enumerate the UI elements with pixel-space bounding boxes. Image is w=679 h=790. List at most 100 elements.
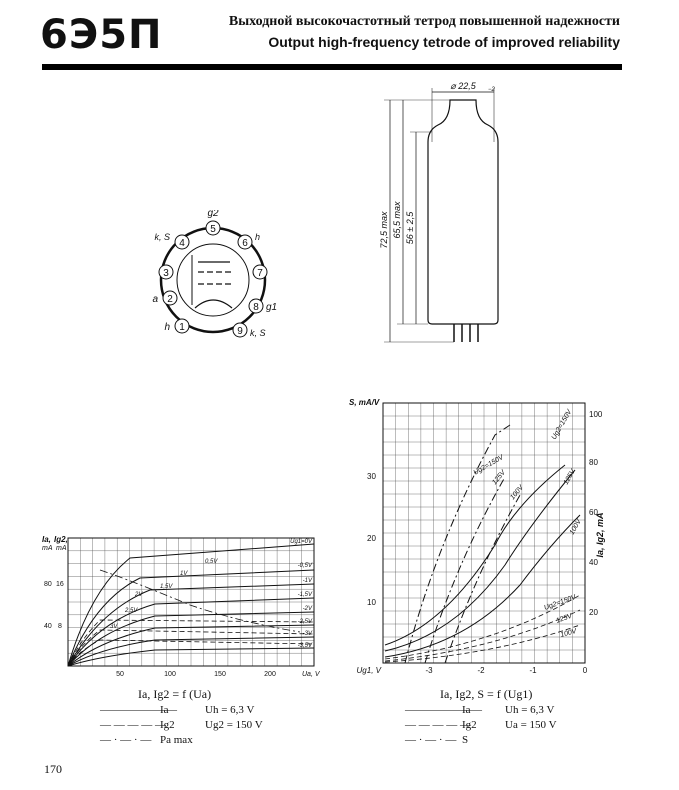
x-label: Ua, V [302,671,321,678]
pinout-diagram: 5 4 6 3 7 2 8 1 9 g2 k, S h a g1 h k, S [152,210,277,338]
ia-curve-1v [67,583,315,667]
pin-label-kS-9: k, S [250,328,266,338]
ia-curve-05v [67,569,315,667]
x-tick-50: 50 [116,671,124,678]
label-35v: -3,5V [298,643,313,649]
label-ug1-0v: Ug1=0V [290,539,313,545]
ig2-label-150v: Ug2=150V [543,593,578,611]
label-05v: -0,5V [298,563,313,569]
ia-curve-35v [67,647,315,667]
inner-label-3v: 3V [110,624,118,630]
dim-envelope: 56 ± 2,5 [405,211,415,244]
y-tick-a-40: 40 [44,623,52,630]
pin-2: 2 [167,294,173,305]
inner-label-25v: 2,5V [124,608,138,614]
right-legend-ia: Ia [462,704,471,716]
inner-label-1v: 1V [180,571,188,577]
dim-body: 65,5 max [392,201,402,239]
s-curve-100v [444,494,521,664]
title-english: Output high-frequency tetrode of improve… [268,34,620,50]
x-tick-100: 100 [164,671,176,678]
pin-5: 5 [210,224,216,235]
right-legend-ia-sym: ——————— [405,704,482,716]
ig2-curve-125v [384,609,581,662]
ig2-curves [67,619,315,667]
y-tick-a-80: 80 [44,581,52,588]
pin-markers [158,220,268,338]
s-curve-125v [424,476,506,664]
left-legend-ia-sym: ——————— [100,704,177,716]
x-tick-m2: -2 [477,666,485,675]
label-1v: -1V [303,578,313,584]
y-label-s: S, mA/V [349,398,380,407]
header-rule [42,64,622,70]
right-tick-100: 100 [589,410,603,419]
left-tick-10: 10 [367,598,376,607]
x-tick-200: 200 [264,671,276,678]
tube-outline: ⌀ 22,5 −2 72,5 max 65,5 max 56 ± 2,5 [379,81,499,343]
pin-label-h-1: h [164,322,170,333]
label-25v: -2,5V [298,619,313,625]
pin-9: 9 [237,326,243,337]
title-russian: Выходной высокочастотный тетрод повышенн… [228,14,620,29]
right-legend-ig2: Ig2 [462,719,477,731]
y-tick-g-8: 8 [58,623,62,630]
ia-curve-125v [384,469,576,652]
x-tick-m1: -1 [529,666,537,675]
x-label-ug1: Ug1, V [357,666,382,675]
pin-3: 3 [163,268,169,279]
right-chart-grid [383,403,585,663]
left-tick-30: 30 [367,472,376,481]
right-legend-s-sym: — · — · — [405,734,457,746]
ia-label-125v: 125V [563,467,578,486]
pin-6: 6 [242,238,248,249]
y-tick-g-16: 16 [56,581,64,588]
label-15v: -1,5V [298,592,313,598]
ia-curve-3v [67,636,315,667]
x-tick-m3: -3 [425,666,433,675]
inner-label-2v: 2V [134,592,143,598]
dim-diameter-tol: −2 [488,87,496,93]
ia-curve-0v [67,543,315,667]
pin-label-h-6: h [255,232,260,242]
y-label-right: Ia, Ig2, mA [595,512,605,557]
pin-label-a: a [152,294,158,305]
left-chart: Ia, mA Ig2, mA 40 80 8 16 50 100 150 200… [42,535,321,678]
inner-label-05v: 0,5V [205,559,218,565]
right-legend-ig2-sym: — — — — — [405,719,471,731]
pin-label-g1: g1 [266,302,277,313]
page-number: 170 [44,762,62,776]
right-tick-40: 40 [589,558,598,567]
ia-curve-15v [67,597,315,667]
ia-curve-25v [67,624,315,667]
pin-label-g2: g2 [207,210,219,219]
pin-7: 7 [257,268,263,279]
inner-label-15v: 1,5V [160,584,173,590]
left-tick-20: 20 [367,534,376,543]
ia-curve-150v [384,464,566,646]
left-legend-ig2: Ig2 [160,719,175,731]
left-legend-cond-ug2: Ug2 = 150 V [205,719,263,731]
ig2-label-100v: 100V [560,628,579,639]
dim-total: 72,5 max [379,211,389,249]
pin-4: 4 [179,238,185,249]
pin-1: 1 [179,322,185,333]
right-chart: S, mA/V 10 20 30 20 40 60 80 100 Ia, Ig2… [349,398,605,675]
ig2-curve-100v [384,624,581,663]
ig2-curve-150v [384,594,581,660]
x-tick-150: 150 [214,671,226,678]
pa-max-curve [99,569,301,633]
right-legend-cond-uh: Uh = 6,3 V [505,704,555,716]
ia-label-150v: Ug2=150V [551,408,574,441]
pin-label-kS-4: k, S [154,232,170,242]
right-tick-20: 20 [589,608,598,617]
right-caption: Ia, Ig2, S = f (Ug1) [440,687,533,701]
x-tick-0: 0 [583,666,588,675]
left-legend-ig2-sym: — — — — — [100,719,166,731]
left-caption: Ia, Ig2 = f (Ua) [138,687,212,701]
ia-curve-2v [67,611,315,667]
right-tick-80: 80 [589,458,598,467]
left-legend-ia: Ia [160,704,169,716]
y-label-ig2-unit: mA [56,545,67,552]
left-legend-pamax: Pa max [160,734,193,746]
